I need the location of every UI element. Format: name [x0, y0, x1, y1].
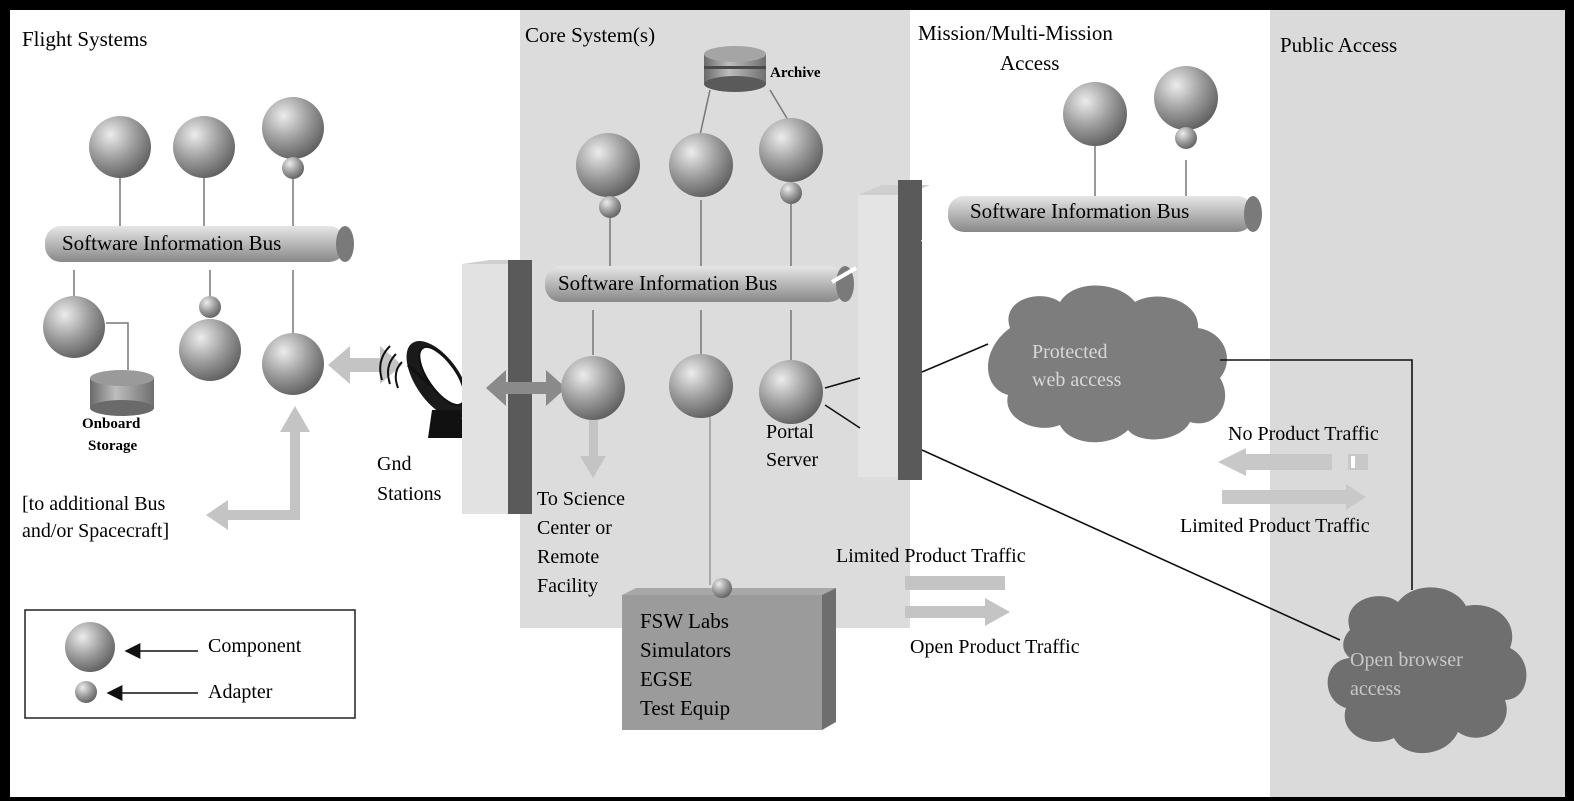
- region-title-public: Public Access: [1280, 33, 1397, 57]
- legend-adapter-icon: [75, 681, 97, 703]
- bus-link-stripe: [921, 222, 957, 244]
- archive-label: Archive: [770, 65, 821, 81]
- ground-stations-label: Gnd: [377, 453, 411, 475]
- flight-bus-label: Software Information Bus: [62, 231, 281, 255]
- region-title-mission: Mission/Multi-Mission: [918, 21, 1113, 45]
- core-adapter: [780, 182, 802, 204]
- core-bus-label: Software Information Bus: [558, 271, 777, 295]
- legend-component-label: Component: [208, 635, 302, 657]
- flight-software-bus: Software Information Bus: [45, 226, 354, 262]
- region-title-core: Core System(s): [525, 23, 655, 47]
- bus-link-stripe: [830, 266, 858, 284]
- network-lines: [824, 343, 1413, 641]
- mission-software-bus: Software Information Bus: [948, 196, 1262, 232]
- mission-bus-label: Software Information Bus: [970, 199, 1189, 223]
- flight-component: [173, 116, 235, 178]
- region-title-flight: Flight Systems: [22, 27, 147, 51]
- mission-adapter: [1175, 127, 1197, 149]
- open-browser-label-2: access: [1350, 678, 1401, 700]
- archive-database: [704, 46, 766, 92]
- additional-bus-label-2: and/or Spacecraft]: [22, 520, 169, 542]
- mission-firewall: [858, 180, 930, 480]
- no-product-traffic-label: No Product Traffic: [1228, 423, 1379, 445]
- flight-component: [262, 97, 324, 159]
- flight-adapter: [199, 296, 221, 318]
- legend: Component Adapter: [24, 609, 356, 719]
- core-component: [669, 133, 733, 197]
- satellite-dish-icon: [379, 341, 470, 438]
- protected-web-cloud: [988, 285, 1227, 443]
- protected-web-label: Protected: [1032, 341, 1108, 363]
- onboard-storage: [90, 370, 154, 416]
- core-component: [669, 354, 733, 418]
- limited-product-traffic-right-label: Limited Product Traffic: [1180, 515, 1370, 537]
- science-center-label-4: Facility: [537, 575, 598, 597]
- portal-server-label-2: Server: [766, 449, 819, 471]
- legend-adapter-label: Adapter: [208, 681, 273, 703]
- portal-server-component: [759, 360, 823, 424]
- protected-web-label-2: web access: [1032, 369, 1122, 391]
- core-region: [520, 10, 910, 628]
- diagram-canvas: Flight Systems Core System(s) Mission/Mu…: [22, 10, 1565, 797]
- science-center-label-3: Remote: [537, 546, 599, 568]
- fsw-labs-label-2: Simulators: [640, 638, 731, 662]
- flight-component: [43, 296, 105, 358]
- open-product-traffic-label: Open Product Traffic: [910, 636, 1080, 658]
- flight-component: [262, 333, 324, 395]
- fsw-labs-label-3: EGSE: [640, 667, 693, 691]
- fsw-labs-box: [622, 578, 836, 730]
- flight-ground-link-arrow: [328, 346, 402, 384]
- flight-component: [179, 319, 241, 381]
- flight-component: [89, 116, 151, 178]
- architecture-diagram: Flight Systems Core System(s) Mission/Mu…: [10, 10, 1565, 797]
- mission-component: [1063, 82, 1127, 146]
- open-browser-cloud: [1327, 587, 1527, 754]
- limited-product-traffic-arrow: [905, 576, 1005, 590]
- science-center-arrow: [580, 420, 606, 478]
- core-adapter: [599, 196, 621, 218]
- ground-stations-label-2: Stations: [377, 483, 442, 505]
- flight-adapter: [282, 157, 304, 179]
- mission-component: [1154, 66, 1218, 130]
- flight-connectors: [73, 170, 294, 370]
- core-component: [759, 118, 823, 182]
- core-component: [561, 356, 625, 420]
- open-browser-label: Open browser: [1350, 649, 1463, 671]
- legend-component-icon: [65, 622, 115, 672]
- portal-server-label: Portal: [766, 421, 814, 443]
- onboard-storage-label: Onboard: [82, 416, 141, 432]
- onboard-storage-label-2: Storage: [88, 438, 137, 454]
- no-product-traffic-arrow: [1218, 448, 1368, 476]
- additional-bus-arrow: [206, 406, 310, 530]
- fsw-labs-label: FSW Labs: [640, 609, 729, 633]
- ground-core-link-arrow: [486, 370, 566, 406]
- additional-bus-label: [to additional Bus: [22, 493, 166, 515]
- limited-product-traffic-label: Limited Product Traffic: [836, 545, 1026, 567]
- core-connectors: [592, 89, 792, 585]
- science-center-label-2: Center or: [537, 517, 612, 539]
- limited-product-traffic-right-arrow: [1222, 484, 1366, 510]
- open-product-traffic-arrow: [905, 598, 1010, 626]
- science-center-label: To Science: [537, 488, 625, 510]
- fsw-labs-label-4: Test Equip: [640, 696, 730, 720]
- region-title-mission-line2: Access: [1000, 51, 1059, 75]
- core-software-bus: Software Information Bus: [545, 266, 854, 302]
- core-component: [576, 133, 640, 197]
